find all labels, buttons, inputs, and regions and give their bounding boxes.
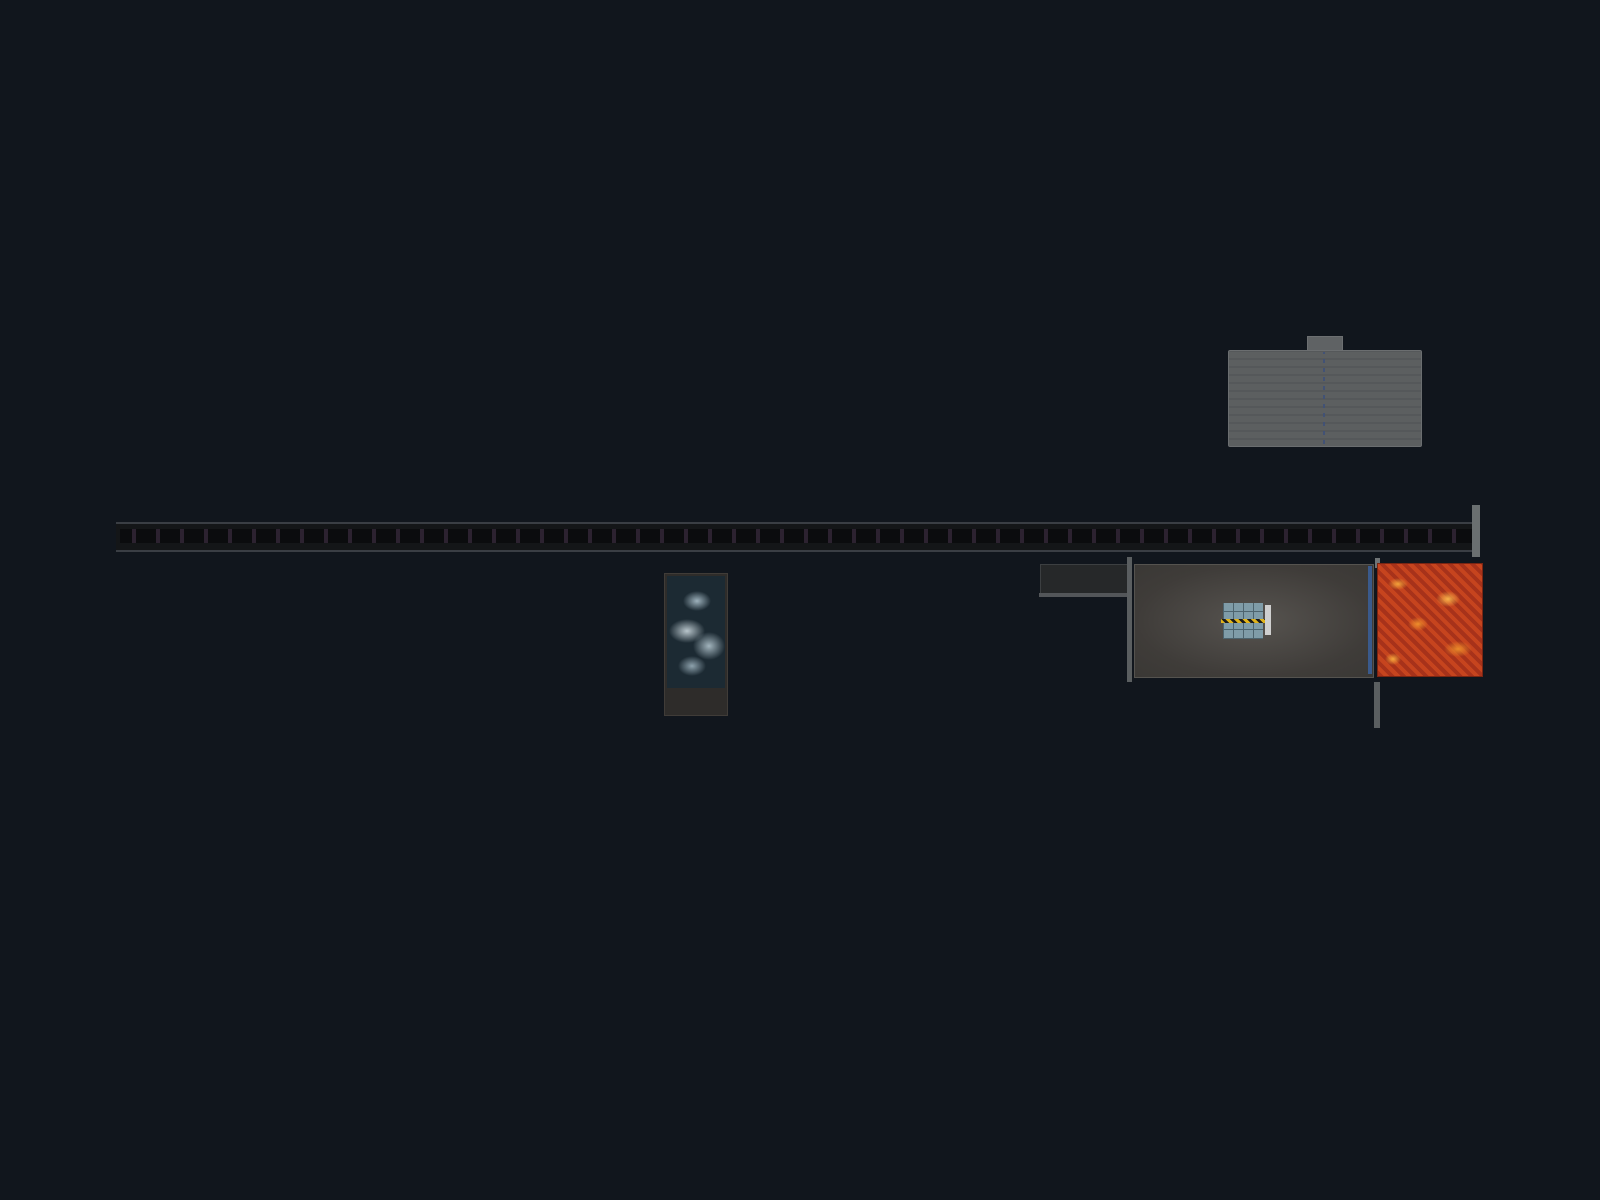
side-pole	[1127, 557, 1132, 682]
building-seam	[1323, 352, 1325, 444]
hazard-stripe	[1221, 619, 1269, 623]
corridor-rail[interactable]	[116, 522, 1478, 552]
lava-tile[interactable]	[1377, 563, 1483, 677]
storm-pillar[interactable]	[664, 573, 728, 716]
rail-end-post	[1472, 505, 1480, 557]
storm-texture	[667, 576, 725, 688]
room-edge-trim	[1368, 566, 1372, 674]
building[interactable]	[1228, 350, 1422, 447]
room-door[interactable]	[1265, 605, 1271, 635]
side-ledge-edge	[1039, 593, 1131, 597]
rail-track	[120, 529, 1474, 543]
lava-pole	[1374, 682, 1380, 728]
grey-room[interactable]	[1134, 564, 1374, 678]
side-ledge[interactable]	[1040, 564, 1132, 596]
